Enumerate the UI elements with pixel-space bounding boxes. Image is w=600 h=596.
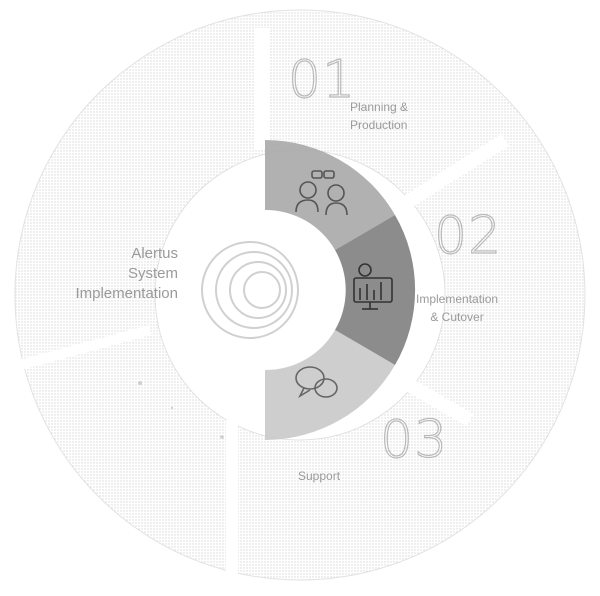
step-01-label-line-1: Planning & xyxy=(350,100,409,114)
step-01-label-line-2: Production xyxy=(350,118,408,132)
step-03-segment xyxy=(265,330,395,441)
step-02-label-line-2: & Cutover xyxy=(430,310,484,324)
step-02-number: 02 xyxy=(433,206,503,266)
ring-divider-right xyxy=(391,134,509,216)
step-03-number: 03 xyxy=(379,410,449,470)
title-line-2: System xyxy=(127,265,178,282)
decorative-dots xyxy=(138,381,224,439)
step-02-segment xyxy=(335,215,416,365)
support-chat-icon xyxy=(295,366,338,399)
step-02-label-line-1: Implementation xyxy=(416,292,499,306)
step-02-label: Implementation & Cutover xyxy=(416,290,498,326)
step-03-label-line-1: Support xyxy=(298,469,341,483)
step-01-label: Planning & Production xyxy=(350,98,408,134)
diagram-title: Alertus System Implementation xyxy=(52,244,178,304)
title-line-1: Alertus xyxy=(131,245,178,262)
title-line-3: Implementation xyxy=(75,285,178,302)
step-01-number: 01 xyxy=(287,50,357,110)
step-01-segment xyxy=(265,139,395,250)
center-spiral-icon xyxy=(201,241,299,339)
monitor-presentation-icon xyxy=(353,263,393,310)
ring-divider-left xyxy=(18,325,152,370)
outer-ring xyxy=(14,9,586,581)
ring-divider-bottom-right xyxy=(376,361,474,427)
step-03-label: Support xyxy=(298,467,340,485)
people-conversation-icon xyxy=(295,170,348,216)
